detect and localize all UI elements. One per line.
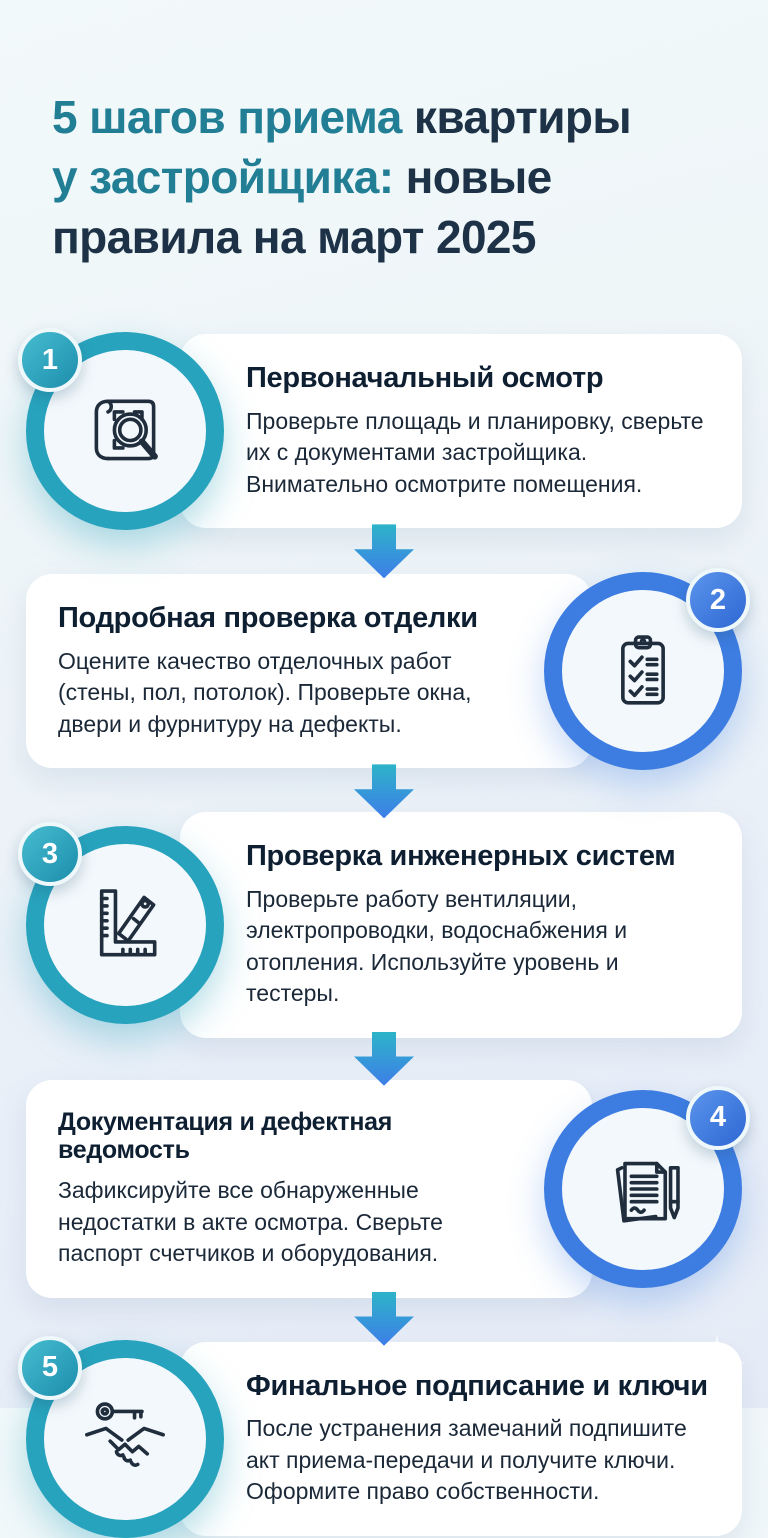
ruler-level-icon [99,889,157,957]
step-5-description: После устранения замечаний подпишите акт… [246,1415,687,1505]
step-1-title: Первоначальный осмотр [246,362,604,395]
step-row-1: 1 Первоначальный осмотр Проверьте площад… [18,328,742,531]
step-1-card: Первоначальный осмотр Проверьте площадь … [180,334,742,529]
blueprint-magnifier-icon [94,399,158,461]
step-row-5: 5 Финальное подписание и ключи После уст… [18,1335,742,1538]
step-5-title: Финальное подписание и ключи [246,1369,708,1402]
step-2-icon-circle: 2 [544,568,750,771]
arrow-down-icon [354,1031,414,1086]
step-4-description: Зафиксируйте все обнаруженные недостатки… [58,1177,443,1267]
step-4-card: Документация и дефектная ведомость Зафик… [26,1079,592,1298]
step-1-number-badge: 1 [18,328,82,393]
step-1-description: Проверьте площадь и планировку, сверьте … [246,407,704,497]
title-segment-navy-1: квартиры [413,90,632,143]
step-row-2: Подробная проверка отделки Оцените качес… [26,568,750,771]
step-row-4: Документация и дефектная ведомость Зафик… [26,1079,750,1298]
step-2-number-badge: 2 [686,568,750,633]
handshake-key-icon [85,1401,165,1467]
documents-pen-icon [615,1161,680,1223]
step-5-icon-circle: 5 [18,1335,224,1538]
step-2-card: Подробная проверка отделки Оцените качес… [26,574,592,769]
step-5-number-badge: 5 [18,1335,82,1400]
step-1-icon-circle: 1 [18,328,224,531]
title-segment-teal-1: 5 шагов приема [52,90,414,143]
arrow-down-icon [354,524,414,579]
step-3-number-badge: 3 [18,822,82,887]
step-4-number-badge: 4 [686,1085,750,1150]
title-segment-navy-2: новые [405,151,553,204]
step-3-title: Проверка инженерных систем [246,840,676,873]
steps-list: 1 Первоначальный осмотр Проверьте площад… [0,328,768,1538]
step-4-title: Документация и дефектная ведомость [58,1107,393,1165]
step-2-title: Подробная проверка отделки [58,602,478,635]
arrow-down-icon [354,764,414,819]
step-2-description: Оцените качество отделочных работ (стены… [58,647,472,737]
step-5-card: Финальное подписание и ключи После устра… [180,1341,742,1536]
title-segment-teal-2: у застройщика: [52,151,406,204]
clipboard-checklist-icon [621,635,665,705]
step-3-card: Проверка инженерных систем Проверьте раб… [180,812,742,1038]
step-row-3: 3 Проверка инженерных систем Проверьте р… [18,812,742,1038]
page-title: 5 шагов приема квартиры у застройщика: н… [0,31,768,302]
title-segment-navy-3: правила на март 2025 [52,211,537,264]
arrow-down-icon [354,1291,414,1346]
step-4-icon-circle: 4 [544,1085,750,1288]
step-3-icon-circle: 3 [18,822,224,1025]
step-3-description: Проверьте работу вентиляции, электропров… [246,885,628,1007]
